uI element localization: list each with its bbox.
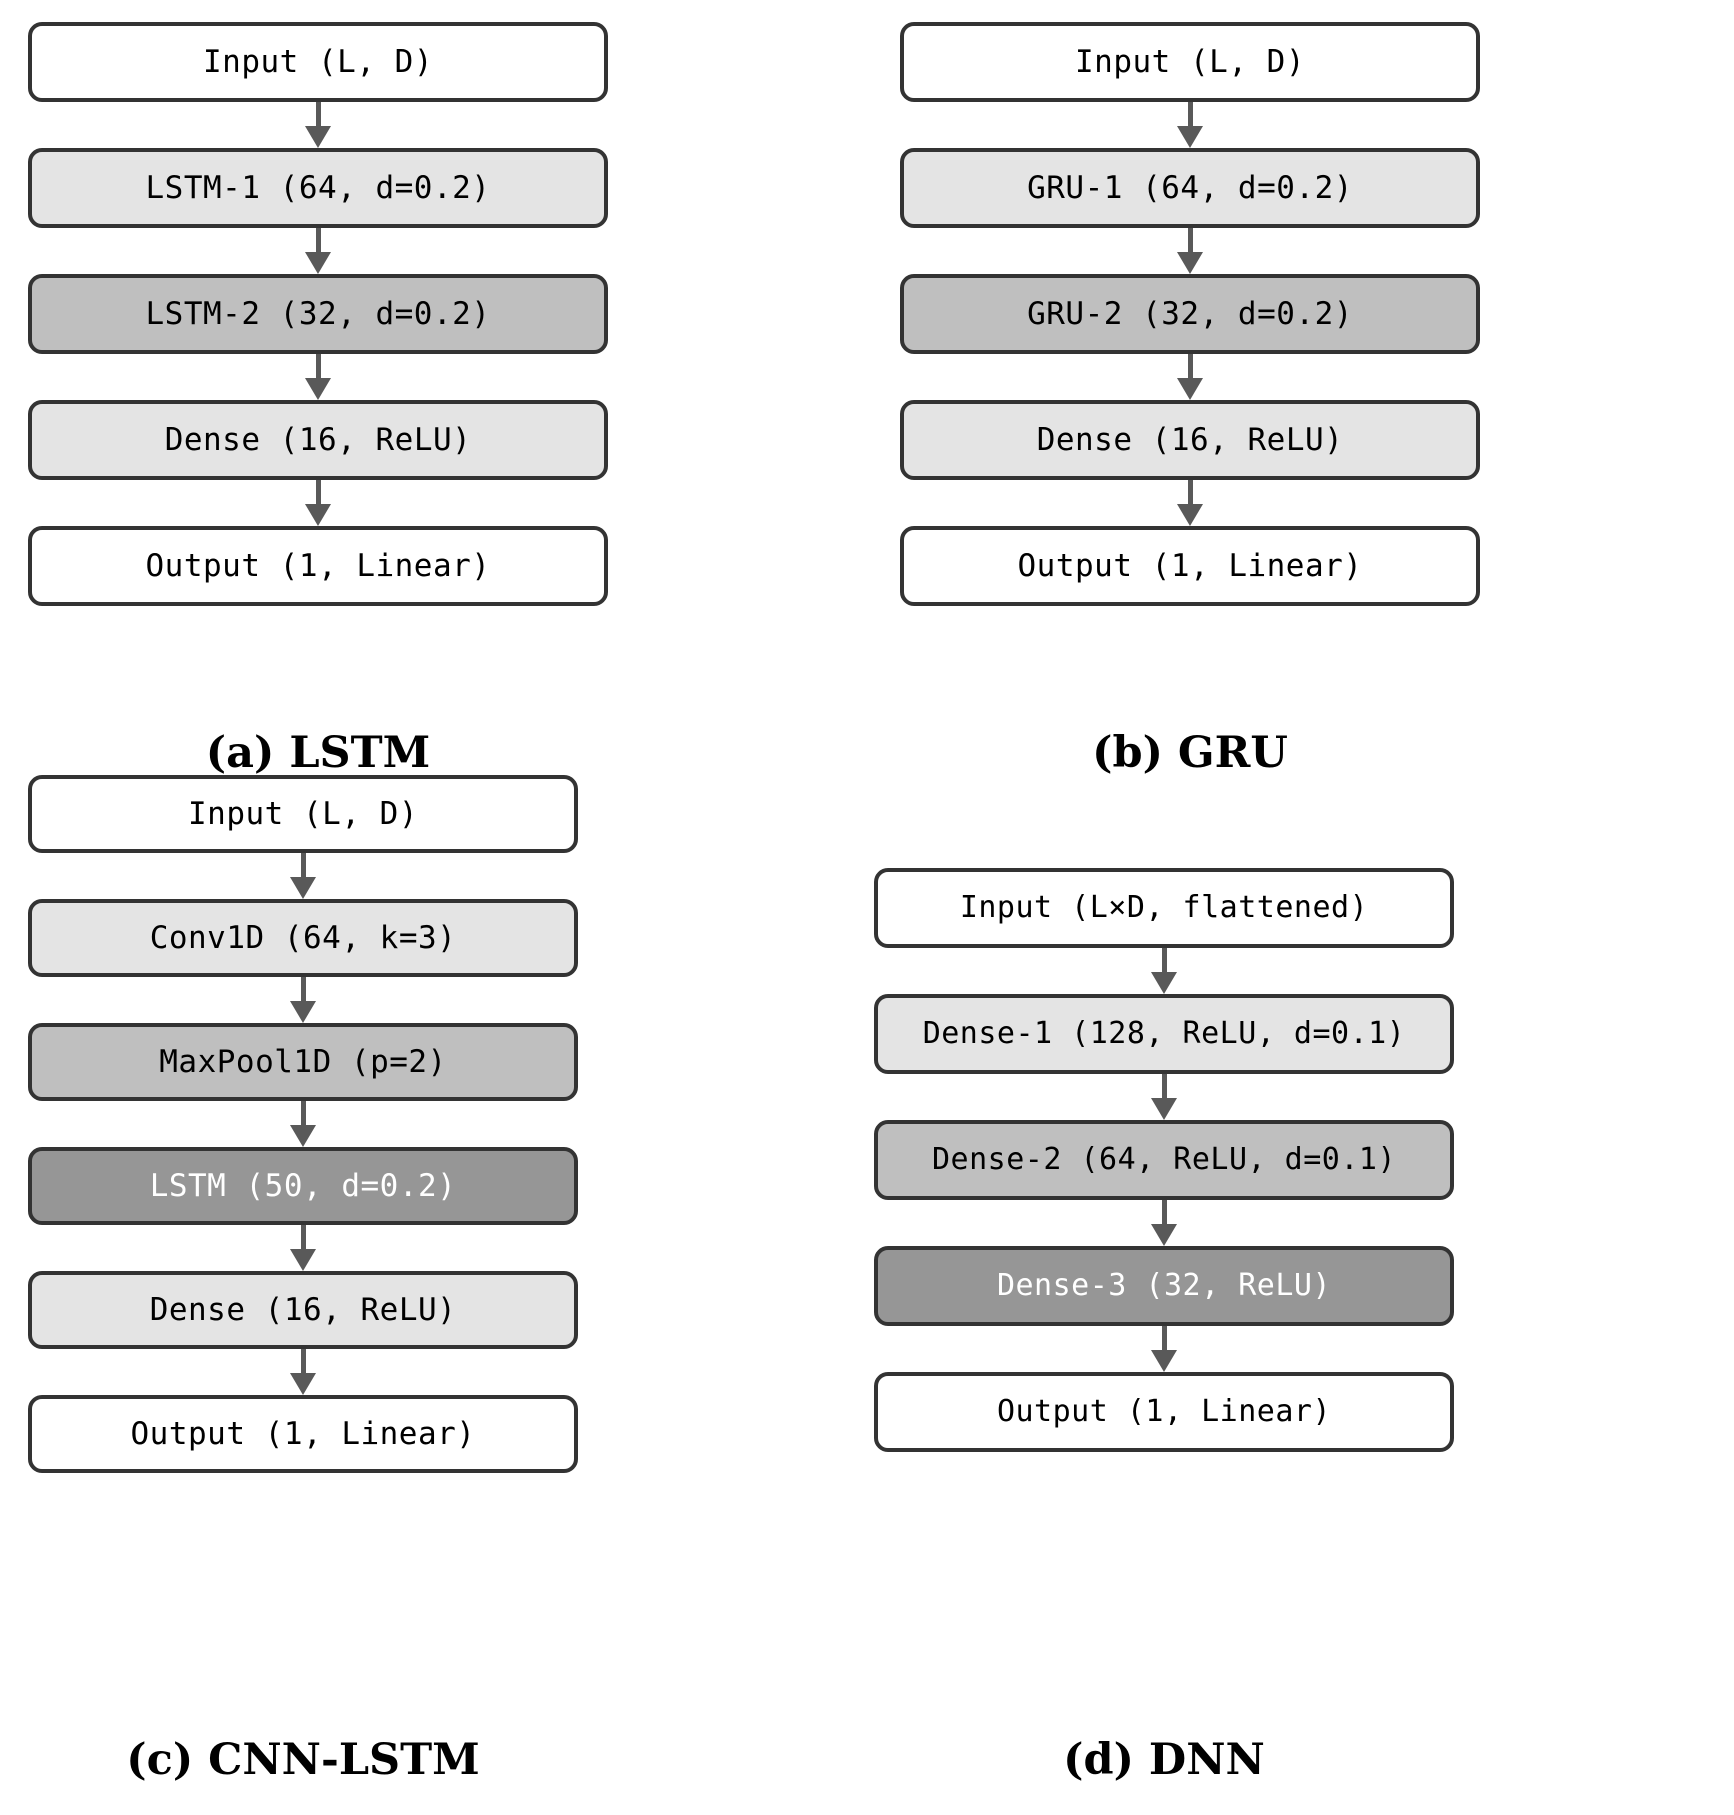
flow-arrow-down-icon bbox=[28, 977, 578, 1023]
layer-box-maxpool1d: MaxPool1D (p=2) bbox=[28, 1023, 578, 1101]
flow-arrow-down-icon bbox=[900, 228, 1480, 274]
layer-box-dense-1: Dense-1 (128, ReLU, d=0.1) bbox=[874, 994, 1454, 1074]
layer-box-input: Input (L, D) bbox=[28, 22, 608, 102]
layer-box-input: Input (L×D, flattened) bbox=[874, 868, 1454, 948]
layer-box-input: Input (L, D) bbox=[900, 22, 1480, 102]
layer-box-dense: Dense (16, ReLU) bbox=[28, 400, 608, 480]
flow-arrow-down-icon bbox=[28, 1349, 578, 1395]
flow-arrow-down-icon bbox=[874, 948, 1454, 994]
panel-caption-a: (a) LSTM bbox=[205, 728, 431, 778]
panel-caption-b: (b) GRU bbox=[1092, 728, 1288, 778]
flow-arrow-down-icon bbox=[28, 1101, 578, 1147]
layer-box-output: Output (1, Linear) bbox=[900, 526, 1480, 606]
flow-arrow-down-icon bbox=[900, 354, 1480, 400]
layer-box-output: Output (1, Linear) bbox=[28, 526, 608, 606]
panel-lstm: Input (L, D) LSTM-1 (64, d=0.2) LSTM-2 (… bbox=[28, 22, 608, 606]
flow-arrow-down-icon bbox=[900, 102, 1480, 148]
layer-box-dense: Dense (16, ReLU) bbox=[900, 400, 1480, 480]
flow-arrow-down-icon bbox=[874, 1074, 1454, 1120]
flow-arrow-down-icon bbox=[28, 102, 608, 148]
flow-arrow-down-icon bbox=[28, 354, 608, 400]
layer-box-gru-2: GRU-2 (32, d=0.2) bbox=[900, 274, 1480, 354]
panel-dnn: Input (L×D, flattened) Dense-1 (128, ReL… bbox=[874, 868, 1454, 1452]
layer-box-output: Output (1, Linear) bbox=[28, 1395, 578, 1473]
layer-box-dense-2: Dense-2 (64, ReLU, d=0.1) bbox=[874, 1120, 1454, 1200]
panel-caption-d: (d) DNN bbox=[1063, 1735, 1265, 1785]
layer-box-conv1d: Conv1D (64, k=3) bbox=[28, 899, 578, 977]
flow-arrow-down-icon bbox=[28, 1225, 578, 1271]
flow-arrow-down-icon bbox=[874, 1200, 1454, 1246]
flow-arrow-down-icon bbox=[874, 1326, 1454, 1372]
flow-arrow-down-icon bbox=[900, 480, 1480, 526]
panel-gru: Input (L, D) GRU-1 (64, d=0.2) GRU-2 (32… bbox=[900, 22, 1480, 606]
panel-caption-c: (c) CNN-LSTM bbox=[126, 1735, 480, 1785]
layer-box-lstm-1: LSTM-1 (64, d=0.2) bbox=[28, 148, 608, 228]
panel-cnn-lstm: Input (L, D) Conv1D (64, k=3) MaxPool1D … bbox=[28, 775, 578, 1473]
flow-arrow-down-icon bbox=[28, 480, 608, 526]
layer-box-gru-1: GRU-1 (64, d=0.2) bbox=[900, 148, 1480, 228]
layer-box-dense-3: Dense-3 (32, ReLU) bbox=[874, 1246, 1454, 1326]
flow-arrow-down-icon bbox=[28, 228, 608, 274]
layer-box-output: Output (1, Linear) bbox=[874, 1372, 1454, 1452]
layer-box-dense: Dense (16, ReLU) bbox=[28, 1271, 578, 1349]
layer-box-input: Input (L, D) bbox=[28, 775, 578, 853]
flow-arrow-down-icon bbox=[28, 853, 578, 899]
layer-box-lstm-2: LSTM-2 (32, d=0.2) bbox=[28, 274, 608, 354]
layer-box-lstm: LSTM (50, d=0.2) bbox=[28, 1147, 578, 1225]
